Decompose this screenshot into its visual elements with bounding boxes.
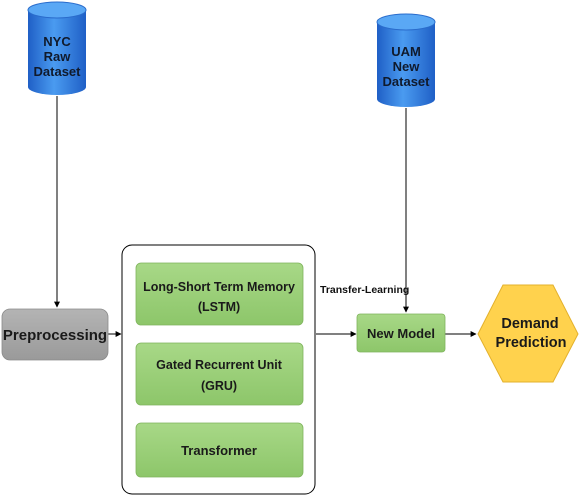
lstm-label-line-2: (LSTM)	[198, 300, 240, 314]
nyc-dataset-line-2: Raw	[44, 49, 72, 64]
new-model-box: New Model	[356, 313, 446, 353]
uam-dataset-line-2: New	[393, 59, 421, 74]
preprocessing-box: Preprocessing	[1, 308, 109, 361]
lstm-box: Long-Short Term Memory (LSTM)	[135, 262, 304, 326]
new-model-label: New Model	[367, 326, 435, 341]
gru-box: Gated Recurrent Unit (GRU)	[135, 342, 304, 406]
transfer-learning-label: Transfer-Learning	[320, 284, 409, 296]
nyc-dataset-line-1: NYC	[43, 34, 71, 49]
uam-dataset-line-1: UAM	[391, 44, 421, 59]
transformer-label: Transformer	[181, 443, 257, 458]
demand-prediction-label-line-2: Prediction	[496, 335, 567, 351]
transformer-box: Transformer	[135, 422, 304, 478]
uam-new-dataset-database: UAM New Dataset	[376, 13, 436, 107]
gru-label-line-1: Gated Recurrent Unit	[156, 358, 283, 372]
uam-dataset-line-3: Dataset	[383, 74, 431, 89]
nyc-raw-dataset-database: NYC Raw Dataset	[27, 1, 87, 95]
demand-prediction-label-line-1: Demand	[501, 316, 558, 332]
gru-label-line-2: (GRU)	[201, 379, 237, 393]
preprocessing-label: Preprocessing	[3, 327, 107, 344]
demand-prediction-hexagon: Demand Prediction	[477, 284, 579, 383]
lstm-label-line-1: Long-Short Term Memory	[143, 280, 295, 294]
nyc-dataset-line-3: Dataset	[34, 64, 82, 79]
